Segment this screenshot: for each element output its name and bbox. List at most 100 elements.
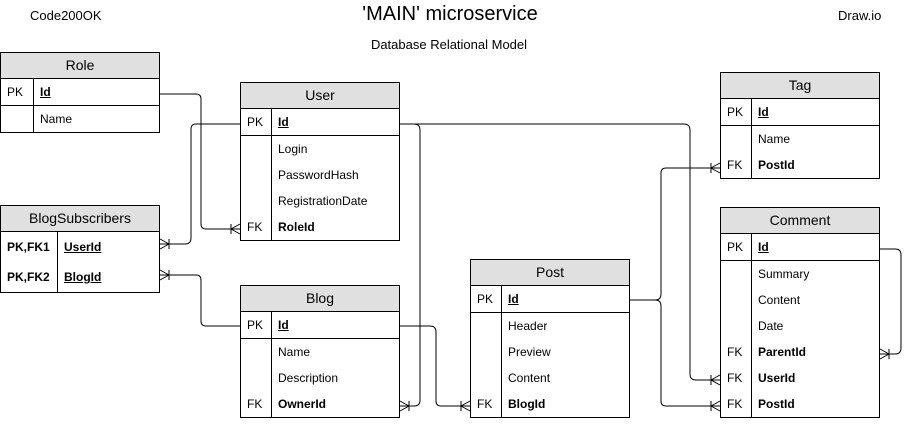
field-key	[241, 136, 271, 162]
relationship-link	[630, 299, 721, 412]
many-marker-icon	[879, 348, 890, 360]
entity-field-row: PK Id	[1, 79, 159, 106]
entity-field-row: FK PostId	[721, 391, 879, 417]
many-marker-icon	[710, 374, 721, 386]
entity-field-row: PK,FK1 UserId	[1, 232, 159, 262]
field-name: Id	[271, 109, 289, 135]
field-name: Content	[751, 287, 800, 313]
field-key	[721, 261, 751, 287]
entity-field-row: Summary	[721, 261, 879, 287]
field-key	[241, 162, 271, 188]
many-marker-icon	[710, 162, 721, 174]
entity-field-row: PasswordHash	[241, 162, 399, 188]
entity-title: Post	[471, 260, 629, 286]
field-name: Id	[501, 286, 519, 312]
many-marker-icon	[159, 238, 170, 250]
field-name: Description	[271, 365, 338, 391]
many-marker-icon	[230, 223, 241, 235]
diagram-title: 'MAIN' microservice	[362, 3, 538, 25]
field-key	[241, 365, 271, 391]
field-name: RegistrationDate	[271, 188, 367, 214]
field-key	[471, 339, 501, 365]
entity-field-row: FK RoleId	[241, 214, 399, 240]
field-key: PK	[727, 240, 744, 254]
entity-field-row: FK UserId	[721, 365, 879, 391]
field-key: FK	[477, 397, 493, 411]
field-name: UserId	[751, 365, 795, 391]
field-key: FK	[727, 397, 743, 411]
entity-field-row: Header	[471, 313, 629, 339]
many-marker-icon	[159, 269, 170, 281]
entity-title: Comment	[721, 208, 879, 234]
entity-field-row: Content	[721, 287, 879, 313]
field-key: FK	[727, 345, 743, 359]
field-name: OwnerId	[271, 391, 326, 417]
relationship-link	[630, 162, 721, 301]
relationship-link	[159, 123, 240, 250]
field-name: Id	[271, 312, 289, 338]
field-key: FK	[247, 220, 263, 234]
field-name: Name	[751, 126, 790, 152]
entity-field-row: Name	[241, 339, 399, 365]
relationship-link	[159, 269, 240, 327]
field-name: Name	[33, 106, 72, 132]
entity-title: Tag	[721, 73, 879, 99]
entity-field-row: Name	[1, 106, 159, 132]
field-key	[471, 313, 501, 339]
field-key: FK	[247, 397, 263, 411]
entity-field-row: Content	[471, 365, 629, 391]
entity-field-row: FK OwnerId	[241, 391, 399, 417]
field-name: PostId	[751, 391, 795, 417]
entity-field-row: FK ParentId	[721, 339, 879, 365]
entity-field-row: PK Id	[721, 234, 879, 261]
field-key: PK	[727, 105, 744, 119]
entity-title: User	[241, 83, 399, 109]
field-name: UserId	[57, 232, 101, 262]
field-key: PK	[7, 85, 24, 99]
diagram-subtitle: Database Relational Model	[370, 37, 528, 52]
entity-title: Blog	[241, 286, 399, 312]
field-name: Id	[33, 79, 51, 105]
field-name: BlogId	[57, 262, 101, 292]
field-name: Header	[501, 313, 547, 339]
relationship-link	[879, 248, 902, 360]
entity-field-row: PK Id	[471, 286, 629, 313]
entity-field-row: Login	[241, 136, 399, 162]
field-key: FK	[727, 371, 743, 385]
field-key	[1, 106, 33, 132]
field-key: PK	[247, 115, 264, 129]
field-name: ParentId	[751, 339, 806, 365]
field-name: Preview	[501, 339, 551, 365]
relationship-link	[399, 123, 421, 412]
field-name: Login	[271, 136, 307, 162]
field-key	[241, 339, 271, 365]
field-name: Content	[501, 365, 550, 391]
field-key: PK	[247, 318, 264, 332]
field-key: PK	[477, 292, 494, 306]
entity-field-row: PK Id	[241, 109, 399, 136]
field-key: PK,FK1	[7, 240, 50, 254]
entity-title: Role	[1, 53, 159, 79]
entity-field-row: PK Id	[241, 312, 399, 339]
field-name: Id	[751, 234, 769, 260]
author-label: Code200OK	[30, 8, 102, 23]
relationship-link	[160, 93, 241, 235]
field-name: RoleId	[271, 214, 315, 240]
entity-title: BlogSubscribers	[1, 206, 159, 232]
field-name: Name	[271, 339, 310, 365]
entity-field-row: Date	[721, 313, 879, 339]
entity-field-row: RegistrationDate	[241, 188, 399, 214]
entity-field-row: Preview	[471, 339, 629, 365]
field-name: PasswordHash	[271, 162, 359, 188]
